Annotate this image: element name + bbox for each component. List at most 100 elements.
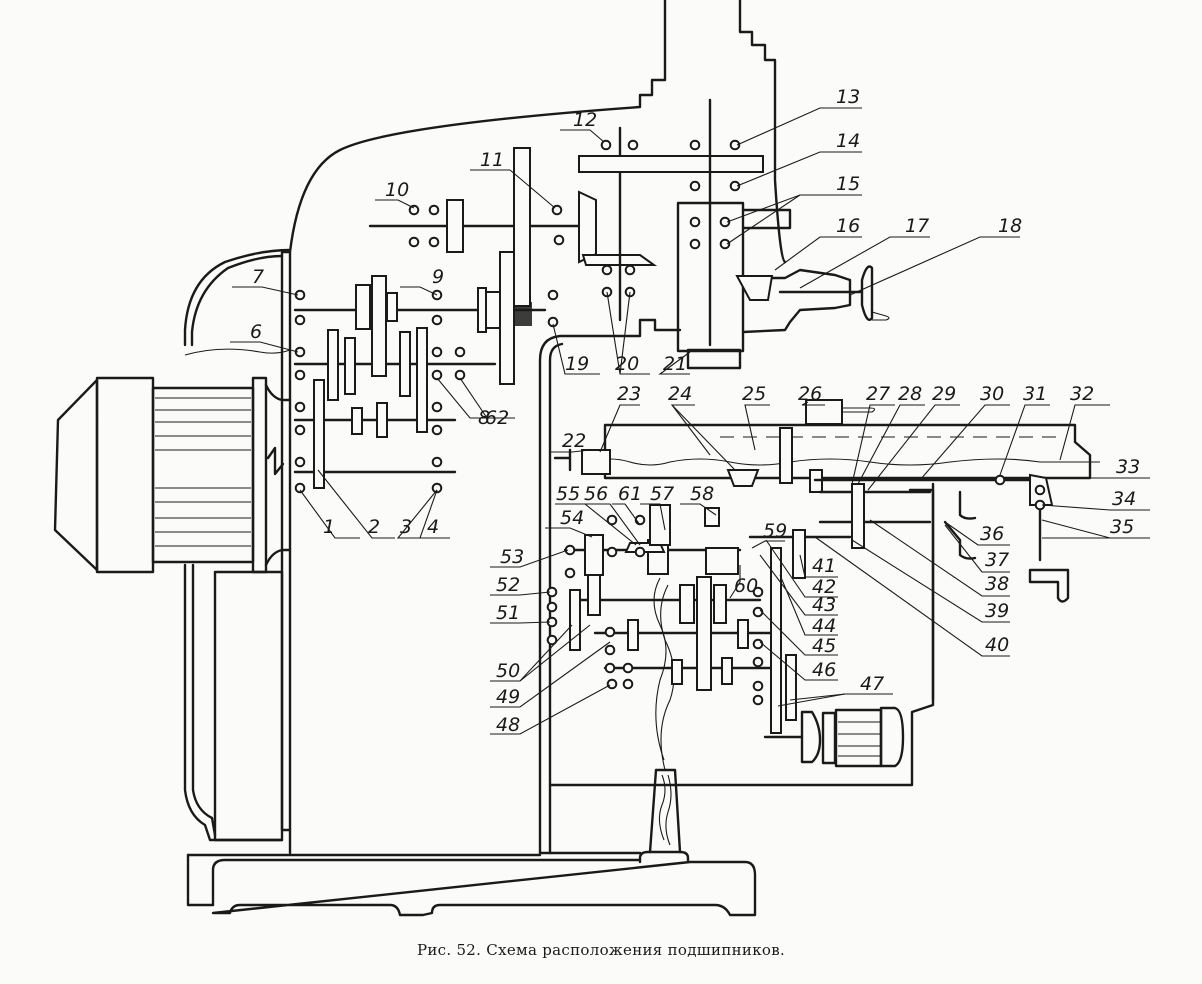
- bearing-icon: [600, 139, 612, 151]
- callout-label-33: 33: [1116, 456, 1140, 478]
- bearing-icon: [752, 606, 764, 618]
- callout-label-36: 36: [980, 523, 1004, 545]
- callout-label-61: 61: [618, 483, 642, 505]
- bearing-icon: [431, 456, 443, 468]
- bearing-icon: [294, 369, 306, 381]
- bearing-icon: [408, 236, 420, 248]
- leader-line: [599, 404, 640, 453]
- callout-label-22: 22: [562, 430, 586, 452]
- leader-line: [799, 554, 838, 578]
- bearing-icon: [606, 678, 618, 690]
- leader-line: [849, 236, 1020, 296]
- leader-line: [519, 624, 591, 682]
- callout-label-48: 48: [496, 714, 520, 736]
- bearing-icon: [624, 264, 636, 276]
- bearing-icon: [752, 694, 764, 706]
- callout-label-20: 20: [615, 353, 639, 375]
- callout-label-3: 3: [400, 516, 412, 538]
- motor-fins: [155, 397, 251, 547]
- callout-label-30: 30: [980, 383, 1004, 405]
- leader-line: [751, 540, 785, 549]
- bearing-icon: [546, 601, 558, 613]
- feed-gearbox: [563, 504, 806, 761]
- leader-line: [779, 574, 838, 636]
- bearing-icon: [604, 626, 616, 638]
- bearing-icon: [546, 634, 558, 646]
- main-motor: [53, 376, 292, 574]
- leader-line: [232, 286, 299, 296]
- bearing-icon: [627, 139, 639, 151]
- bearing-icon: [431, 482, 443, 494]
- callout-label-25: 25: [742, 383, 766, 405]
- callout-label-17: 17: [905, 215, 929, 237]
- leader-line: [777, 693, 846, 707]
- callout-label-7: 7: [252, 266, 264, 288]
- leader-line: [857, 404, 925, 485]
- bearing-icon: [454, 346, 466, 358]
- feed-controls: [748, 478, 1032, 702]
- leader-line: [490, 621, 551, 624]
- bearing-icon: [604, 644, 616, 656]
- bearing-icon: [689, 180, 701, 192]
- callout-label-38: 38: [985, 573, 1009, 595]
- bearing-icon: [294, 346, 306, 358]
- leader-line: [729, 565, 741, 599]
- callout-label-13: 13: [836, 86, 860, 108]
- bearing-icon: [689, 216, 701, 228]
- callout-label-54: 54: [560, 507, 584, 529]
- callout-label-26: 26: [798, 383, 822, 405]
- machine-base: [186, 584, 757, 917]
- leader-line: [470, 169, 556, 209]
- leader-line: [671, 404, 736, 471]
- callout-label-29: 29: [932, 383, 956, 405]
- leader-line: [944, 524, 1010, 573]
- leader-line: [490, 549, 569, 568]
- leader-line: [999, 404, 1050, 476]
- callout-label-60: 60: [734, 575, 758, 597]
- callout-label-39: 39: [985, 600, 1009, 622]
- callout-label-52: 52: [496, 574, 520, 596]
- bearing-icon: [431, 424, 443, 436]
- bearing-icon: [564, 567, 576, 579]
- bearing-icon: [294, 456, 306, 468]
- bearing-icon: [729, 180, 741, 192]
- bearing-icon: [622, 678, 634, 690]
- leader-line: [490, 641, 611, 708]
- callout-label-58: 58: [690, 483, 714, 505]
- bearing-icon: [428, 236, 440, 248]
- callout-label-1: 1: [323, 516, 335, 538]
- callout-label-6: 6: [250, 321, 262, 343]
- leader-line: [944, 521, 1010, 546]
- leader-line: [801, 401, 825, 406]
- leader-line: [640, 503, 666, 531]
- bearing-icon: [606, 546, 618, 558]
- bearing-icon: [752, 638, 764, 650]
- leader-line: [851, 539, 1010, 623]
- figure-caption: Рис. 52. Схема расположения подшипников.: [416, 941, 786, 959]
- leader-line: [490, 684, 611, 735]
- bearing-icon: [294, 424, 306, 436]
- callout-label-4: 4: [427, 516, 439, 538]
- bearing-icon: [431, 314, 443, 326]
- callout-label-23: 23: [617, 383, 641, 405]
- leader-line: [545, 527, 593, 538]
- callout-label-18: 18: [998, 215, 1022, 237]
- leader-line: [560, 129, 605, 143]
- callout-label-40: 40: [985, 634, 1009, 656]
- bearing-icon: [606, 514, 618, 526]
- leader-line: [459, 377, 515, 419]
- elevating-screw-support: [638, 584, 690, 864]
- leader-line: [396, 489, 438, 539]
- bearing-icon: [689, 139, 701, 151]
- callout-label-35: 35: [1110, 516, 1134, 538]
- leader-line: [299, 489, 360, 539]
- bearing-icon: [547, 289, 559, 301]
- callout-label-21: 21: [663, 353, 687, 375]
- bearing-icon: [752, 586, 764, 598]
- callout-label-11: 11: [480, 149, 504, 171]
- spindle-gearbox: [293, 251, 547, 489]
- callout-label-59: 59: [763, 520, 787, 542]
- leader-line: [814, 536, 1010, 657]
- callout-label-45: 45: [812, 635, 836, 657]
